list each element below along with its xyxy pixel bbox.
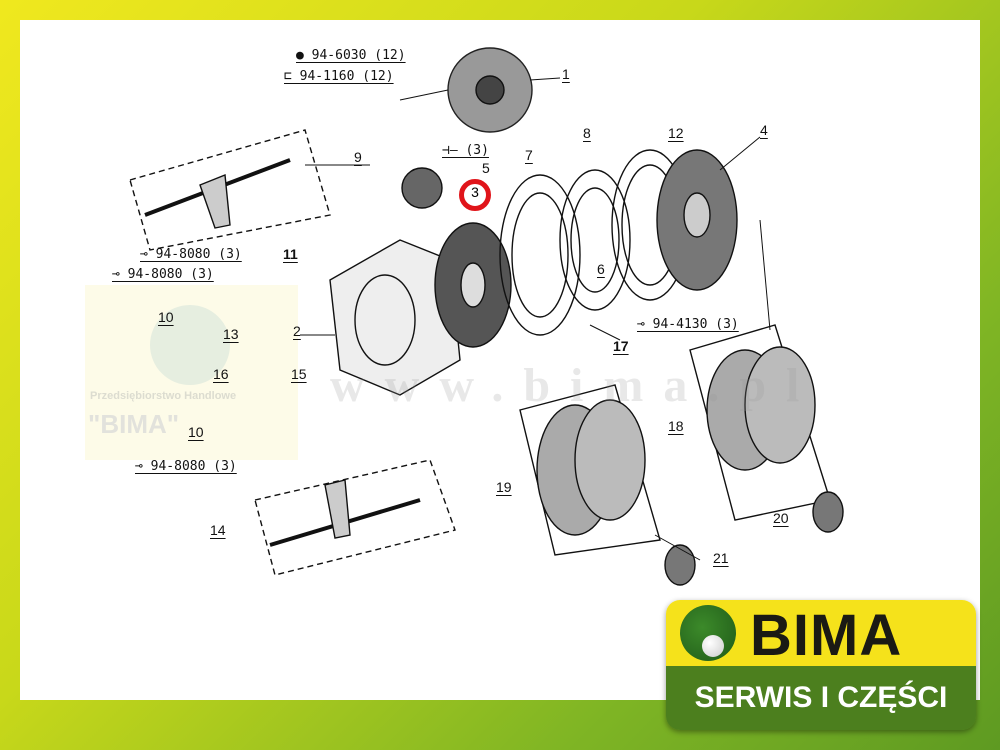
lever-kit-14-box: [254, 459, 456, 576]
small-plate-icon: [401, 167, 443, 209]
logo-name: BIMA: [750, 603, 903, 668]
part-label-6[interactable]: 6: [597, 261, 605, 277]
logo-ball-icon: [680, 605, 736, 661]
watermark-url: www.bima.pl: [330, 359, 820, 412]
ref-94-4130: ⊸ 94-4130 (3): [637, 317, 739, 332]
rivets-21-icon: [664, 544, 696, 586]
friction-disc-icon: [434, 222, 512, 348]
part-label-9[interactable]: 9: [354, 149, 362, 165]
part-label-16[interactable]: 16: [213, 366, 229, 382]
part-label-11[interactable]: 11: [283, 246, 298, 262]
logo-tagline: SERWIS I CZĘŚCI: [666, 666, 976, 730]
ref-94-8080-c: ⊸ 94-8080 (3): [135, 459, 237, 474]
pressure-ring-icon: [499, 174, 581, 336]
part-label-19[interactable]: 19: [496, 479, 512, 495]
ref-94-8080-b: ⊸ 94-8080 (3): [112, 267, 214, 282]
highlighted-part-callout[interactable]: 3: [459, 179, 491, 211]
part-label-21[interactable]: 21: [713, 550, 729, 566]
part-label-4[interactable]: 4: [760, 122, 768, 138]
part-label-15[interactable]: 15: [291, 366, 307, 382]
lever-kit-box: [129, 129, 331, 251]
ref-94-6030: ● 94-6030 (12): [296, 48, 406, 63]
part-label-12[interactable]: 12: [668, 125, 684, 141]
clutch-disc-4-icon: [656, 149, 738, 291]
watermark-firm: Przedsiębiorstwo Handlowe: [90, 390, 237, 402]
ref-94-1160: ⊏ 94-1160 (12): [284, 69, 394, 84]
lining-set-19-box: [519, 384, 661, 556]
part-label-14[interactable]: 14: [210, 522, 226, 538]
rivets-20-icon: [812, 491, 844, 533]
pressure-plate-assembly-icon: [447, 47, 533, 133]
part-label-10b[interactable]: 10: [188, 424, 204, 440]
part-label-8[interactable]: 8: [583, 125, 591, 141]
ref-94-8080-a: ⊸ 94-8080 (3): [140, 247, 242, 262]
part-label-7[interactable]: 7: [525, 147, 533, 163]
part-label-18[interactable]: 18: [668, 418, 684, 434]
lining-set-18-box: [689, 324, 831, 521]
part-label-20[interactable]: 20: [773, 510, 789, 526]
intermediate-plate-icon: [559, 169, 631, 311]
watermark-name: "BIMA": [88, 409, 180, 439]
ref-bolt-3: ⊣— (3): [442, 143, 489, 158]
part-label-1[interactable]: 1: [562, 66, 570, 82]
part-label-17[interactable]: 17: [613, 338, 629, 354]
clutch-housing-icon: [329, 239, 461, 396]
part-label-5[interactable]: 5: [482, 160, 490, 176]
part-label-2[interactable]: 2: [293, 323, 301, 339]
part-label-10a[interactable]: 10: [158, 309, 174, 325]
bima-logo: BIMA SERWIS I CZĘŚCI: [666, 600, 976, 730]
watermark-logo-icon: [150, 305, 230, 385]
part-label-13[interactable]: 13: [223, 326, 239, 342]
